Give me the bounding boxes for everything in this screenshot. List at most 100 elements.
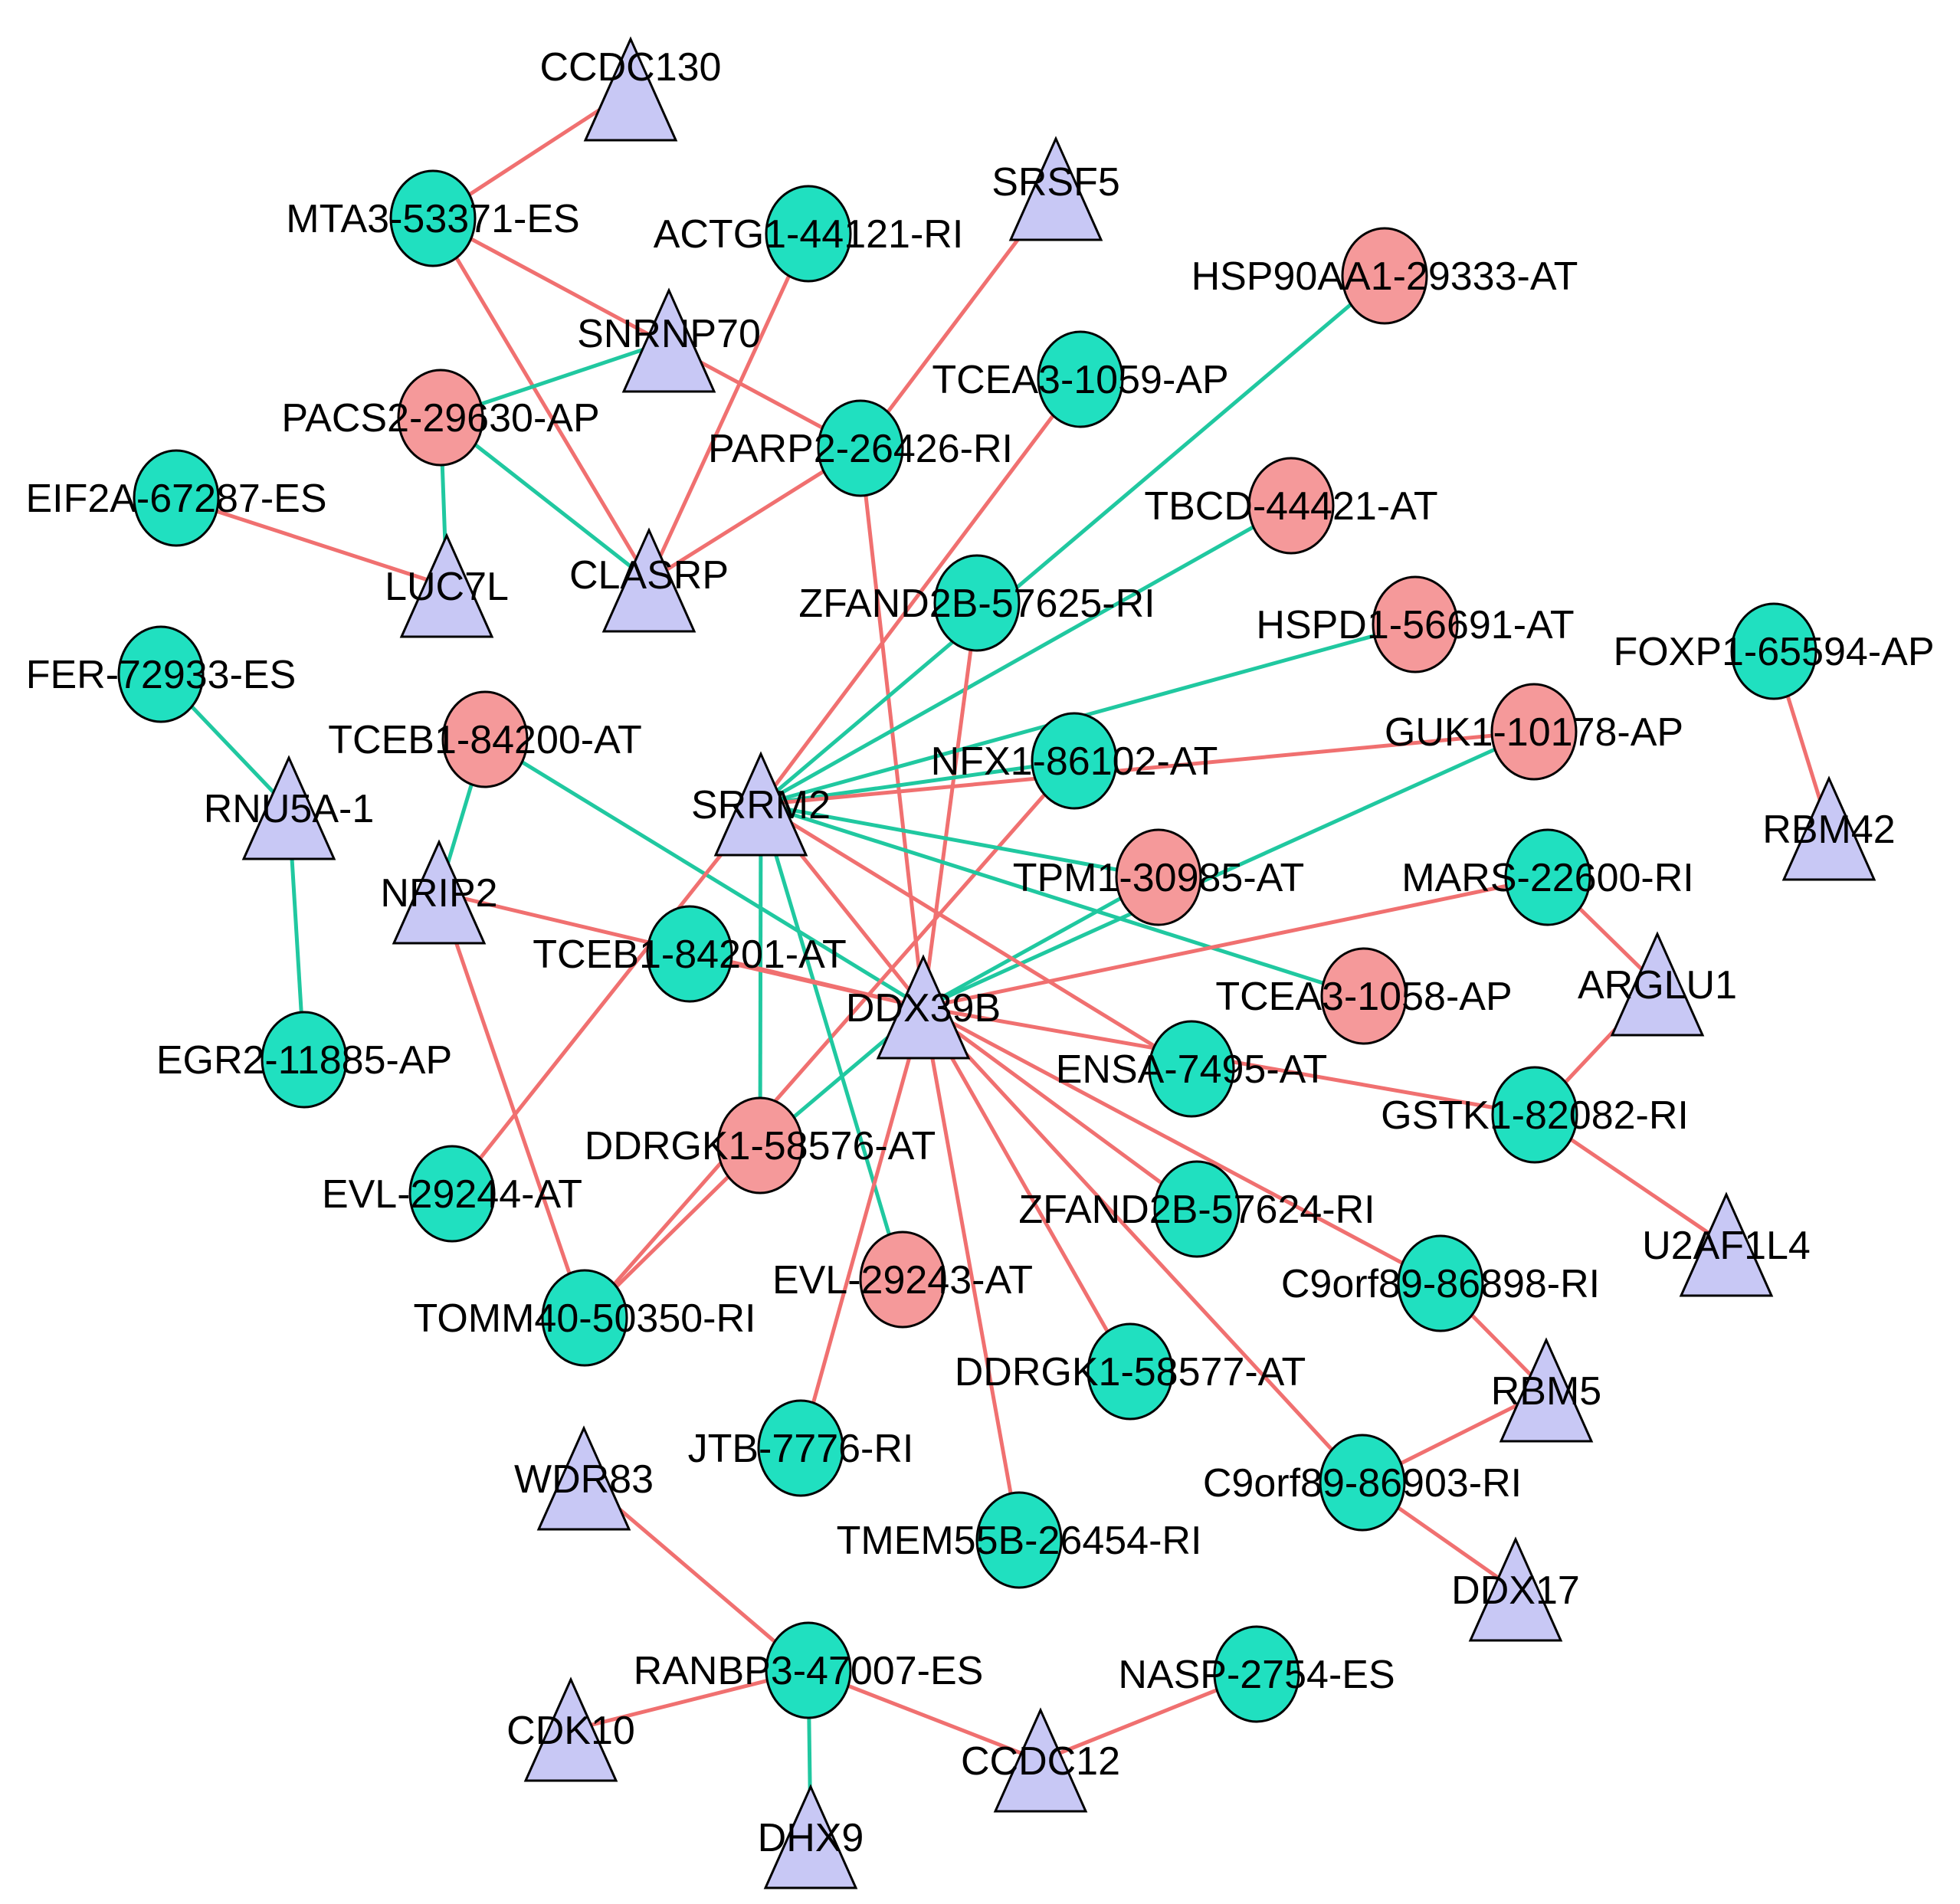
node-label-foxp1: FOXP1-65594-AP (1613, 630, 1934, 674)
node-label-mta3: MTA3-53371-ES (286, 197, 579, 241)
node-nrip2[interactable] (392, 839, 487, 945)
node-u2af1l4[interactable] (1679, 1191, 1774, 1297)
edge-srrm2-evl-29243 (759, 804, 905, 1280)
edge-ddx39b-zfand2b-57624 (922, 1005, 1198, 1211)
node-mars[interactable] (1504, 828, 1591, 926)
edge-tcea3-1059-srrm2 (759, 378, 1082, 806)
edge-parp2-ddx39b (858, 447, 926, 1008)
edge-tbcd-srrm2 (759, 503, 1293, 807)
node-zfand2b-57625[interactable] (933, 554, 1021, 652)
node-label-ensa: ENSA-7495-AT (1056, 1047, 1328, 1092)
node-ddx39b[interactable] (876, 954, 971, 1060)
node-tmem55b[interactable] (975, 1491, 1063, 1589)
node-tcea3-1059[interactable] (1037, 330, 1124, 428)
node-tceb1-84201[interactable] (646, 905, 733, 1003)
node-label-mars: MARS-22600-RI (1401, 856, 1693, 900)
node-ddrgk1-58576[interactable] (716, 1096, 804, 1195)
node-label-nrip2: NRIP2 (380, 871, 497, 916)
node-cdk10[interactable] (523, 1676, 618, 1782)
node-tomm40[interactable] (541, 1269, 628, 1367)
edge-nrip2-tomm40 (437, 892, 587, 1319)
node-nfx1[interactable] (1031, 712, 1118, 810)
node-actg1[interactable] (765, 185, 852, 283)
node-label-wdr83: WDR83 (514, 1457, 654, 1502)
node-tpm1[interactable] (1115, 828, 1202, 926)
node-label-ddx17: DDX17 (1451, 1568, 1580, 1613)
node-tcea3-1058[interactable] (1320, 947, 1408, 1045)
node-label-clasrp: CLASRP (569, 553, 729, 598)
edge-hsp90aa1-srrm2 (759, 274, 1386, 806)
node-label-jtb: JTB-7776-RI (688, 1427, 914, 1471)
node-ddrgk1-58577[interactable] (1087, 1322, 1174, 1421)
node-label-evl-29243: EVL-29243-AT (772, 1258, 1033, 1303)
node-wdr83[interactable] (536, 1425, 631, 1531)
node-label-zfand2b-57624: ZFAND2B-57624-RI (1018, 1188, 1375, 1232)
node-rbm42[interactable] (1781, 775, 1876, 881)
node-label-ccdc130: CCDC130 (540, 45, 722, 90)
node-label-tbcd: TBCD-44421-AT (1144, 484, 1437, 529)
edge-hspd1-srrm2 (760, 622, 1416, 807)
edge-guk1-srrm2 (760, 729, 1535, 807)
node-arglu1[interactable] (1610, 931, 1705, 1037)
edge-srrm2-ensa (759, 802, 1193, 1071)
node-rnu5a-1[interactable] (241, 755, 336, 860)
node-parp2[interactable] (817, 399, 904, 497)
node-egr2[interactable] (261, 1011, 348, 1109)
node-clasrp[interactable] (601, 527, 696, 633)
node-dhx9[interactable] (763, 1784, 858, 1889)
node-label-zfand2b-57625: ZFAND2B-57625-RI (798, 582, 1155, 626)
node-tbcd[interactable] (1247, 457, 1335, 555)
node-fer[interactable] (117, 625, 205, 723)
node-label-srsf5: SRSF5 (991, 160, 1120, 205)
node-evl-29244[interactable] (408, 1145, 496, 1243)
node-label-eif2a: EIF2A-67287-ES (25, 477, 326, 521)
node-hspd1[interactable] (1372, 575, 1459, 673)
node-eif2a[interactable] (133, 449, 220, 547)
edge-srrm2-ddrgk1-58576 (758, 804, 763, 1146)
node-label-dhx9: DHX9 (758, 1816, 864, 1860)
edge-mta3-parp2 (431, 216, 862, 451)
edge-mta3-clasrp (431, 217, 651, 582)
edge-srrm2-tcea3-1058 (760, 802, 1365, 998)
node-ccdc130[interactable] (583, 36, 678, 142)
node-srsf5[interactable] (1008, 136, 1103, 241)
node-foxp1[interactable] (1730, 602, 1817, 700)
node-ensa[interactable] (1148, 1020, 1235, 1118)
node-label-fer: FER-72933-ES (26, 653, 297, 697)
node-luc7l[interactable] (399, 533, 494, 638)
node-tceb1-84200[interactable] (441, 690, 529, 788)
node-label-ccdc12: CCDC12 (961, 1739, 1120, 1784)
edge-actg1-clasrp (647, 232, 811, 582)
node-label-parp2: PARP2-26426-RI (708, 427, 1013, 471)
node-srrm2[interactable] (713, 751, 808, 857)
node-ddx17[interactable] (1468, 1536, 1563, 1642)
node-label-rbm42: RBM42 (1762, 808, 1895, 852)
node-label-rnu5a-1: RNU5A-1 (204, 787, 375, 831)
node-ranbp3[interactable] (765, 1621, 852, 1719)
node-label-pacs2: PACS2-29630-AP (281, 396, 599, 441)
node-guk1[interactable] (1490, 683, 1578, 781)
node-label-tomm40: TOMM40-50350-RI (414, 1296, 756, 1341)
node-rbm5[interactable] (1499, 1337, 1594, 1443)
edge-mars-ddx39b (923, 875, 1549, 1010)
edge-tpm1-ddx39b (922, 875, 1160, 1010)
node-hsp90aa1[interactable] (1341, 227, 1428, 325)
node-label-arglu1: ARGLU1 (1578, 963, 1737, 1008)
node-pacs2[interactable] (397, 369, 484, 467)
edge-guk1-ddx39b (922, 729, 1536, 1010)
node-snrnp70[interactable] (621, 287, 716, 393)
edge-ddx39b-c9orf89-86898 (922, 1005, 1442, 1286)
edge-zfand2b-57625-ddx39b (921, 602, 979, 1008)
node-label-ddx39b: DDX39B (846, 986, 1001, 1031)
node-jtb[interactable] (757, 1399, 844, 1497)
node-mta3[interactable] (389, 169, 477, 267)
node-nasp[interactable] (1213, 1625, 1300, 1723)
node-ccdc12[interactable] (993, 1707, 1088, 1813)
node-label-rbm5: RBM5 (1491, 1369, 1601, 1414)
node-zfand2b-57624[interactable] (1153, 1160, 1241, 1258)
node-gstk1[interactable] (1491, 1066, 1578, 1164)
node-evl-29243[interactable] (859, 1231, 946, 1329)
node-c9orf89-86903[interactable] (1319, 1434, 1406, 1532)
node-c9orf89-86898[interactable] (1397, 1234, 1484, 1332)
